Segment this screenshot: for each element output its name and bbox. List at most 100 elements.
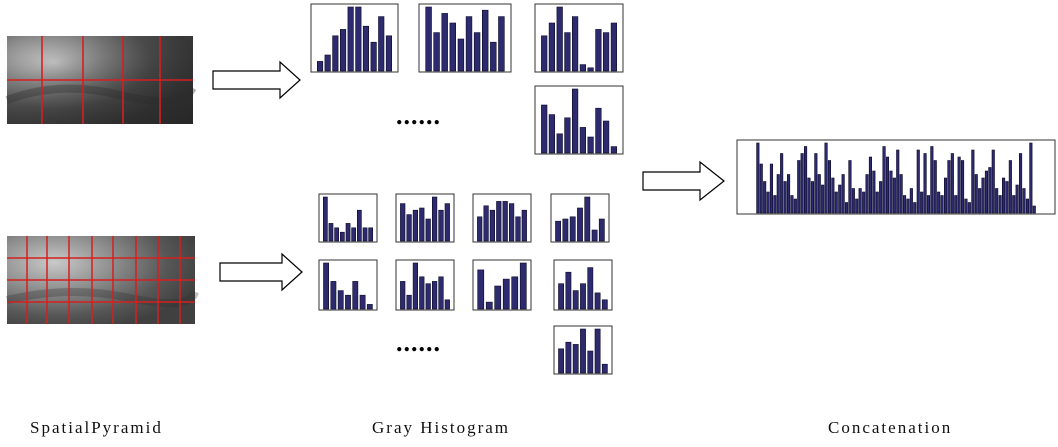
histogram-bar bbox=[610, 146, 617, 154]
histogram-bar bbox=[579, 64, 586, 72]
histogram-bar bbox=[595, 29, 602, 72]
histogram-bar bbox=[481, 9, 489, 72]
histogram-bar bbox=[508, 203, 515, 242]
histogram-bar bbox=[485, 301, 493, 310]
histogram-level-2-cell-3 bbox=[472, 193, 532, 243]
histogram-bar bbox=[978, 188, 982, 214]
histogram-bar bbox=[984, 170, 989, 214]
histogram-level-2-cell-1 bbox=[318, 193, 378, 243]
histogram-bar bbox=[444, 299, 450, 310]
histogram-bar bbox=[793, 198, 797, 214]
histogram-bar bbox=[502, 278, 510, 310]
histogram-level-2-cell-4 bbox=[550, 193, 610, 243]
histogram-bar bbox=[562, 218, 569, 242]
histogram-bar bbox=[339, 231, 345, 242]
histogram-bar bbox=[841, 174, 845, 214]
histograms-level-2 bbox=[318, 193, 613, 375]
histogram-bar bbox=[602, 120, 610, 154]
histogram-bar bbox=[954, 195, 958, 214]
histogram-bar bbox=[1029, 142, 1033, 214]
histogram-bar bbox=[906, 198, 910, 214]
histogram-bar bbox=[855, 198, 859, 214]
arrow-level-1 bbox=[212, 60, 301, 100]
histogram-frame bbox=[395, 259, 455, 311]
histogram-bar bbox=[601, 363, 608, 374]
histogram-bar bbox=[923, 153, 927, 214]
histogram-bar bbox=[769, 163, 774, 214]
histogram-bar bbox=[780, 153, 784, 214]
histogram-bar bbox=[477, 269, 485, 310]
histogram-bar bbox=[783, 181, 787, 214]
histogram-bar bbox=[964, 198, 968, 214]
histogram-frame bbox=[472, 193, 532, 243]
histogram-bar bbox=[330, 281, 337, 310]
histogram-bar bbox=[556, 6, 563, 72]
histogram-bar bbox=[1025, 198, 1029, 214]
histogram-bar bbox=[569, 216, 576, 242]
histogram-bar bbox=[872, 170, 876, 214]
histogram-bar bbox=[370, 41, 377, 72]
histogram-bar bbox=[587, 267, 594, 310]
histogram-bar bbox=[610, 22, 617, 72]
histogram-bar bbox=[368, 227, 374, 242]
histogram-bar bbox=[824, 142, 828, 214]
histogram-bar bbox=[565, 271, 572, 310]
histogram-bar bbox=[851, 188, 855, 214]
histogram-bar bbox=[400, 281, 406, 310]
histogram-bar bbox=[412, 209, 419, 242]
histogram-frame bbox=[395, 193, 455, 243]
histograms-level-1 bbox=[310, 3, 624, 155]
histogram-bar bbox=[947, 160, 951, 214]
histogram-bar bbox=[926, 195, 931, 214]
histogram-bar bbox=[998, 195, 1002, 214]
histogram-bar bbox=[943, 177, 948, 214]
histogram-bar bbox=[564, 32, 571, 72]
histogram-bar bbox=[800, 153, 804, 214]
histogram-bar bbox=[555, 220, 561, 242]
histogram-bar bbox=[328, 223, 334, 242]
histogram-bar bbox=[981, 177, 985, 214]
histogram-bar bbox=[406, 294, 412, 310]
histogram-bar bbox=[444, 203, 450, 242]
histogram-bar bbox=[810, 181, 815, 214]
histogram-bar bbox=[339, 29, 347, 72]
histogram-bar bbox=[548, 22, 555, 72]
histogram-bar bbox=[1032, 205, 1036, 214]
histogram-bar bbox=[425, 6, 432, 72]
histogram-frame bbox=[534, 85, 624, 155]
histogram-bar bbox=[875, 191, 879, 214]
histogram-bar bbox=[580, 328, 586, 374]
concatenated-histogram-panel bbox=[736, 139, 1056, 215]
histogram-bar bbox=[821, 184, 825, 214]
histogram-bar bbox=[916, 149, 920, 214]
histogram-bar bbox=[807, 177, 811, 214]
histogram-bar bbox=[496, 201, 502, 242]
histogram-level-2-cell-9 bbox=[553, 325, 613, 375]
histogram-bar bbox=[359, 294, 366, 310]
histogram-bar bbox=[879, 181, 883, 214]
histogram-bar bbox=[838, 184, 842, 214]
arrow-concatenation bbox=[642, 160, 725, 202]
histogram-bar bbox=[324, 54, 331, 72]
histogram-bar bbox=[594, 292, 601, 310]
histogram-level-2-cell-5 bbox=[318, 259, 378, 311]
caption-spatial-pyramid: SpatialPyramid bbox=[30, 418, 163, 437]
histogram-bar bbox=[786, 174, 791, 214]
histogram-bar bbox=[355, 6, 362, 72]
histogram-bar bbox=[991, 149, 995, 214]
histogram-bar bbox=[885, 156, 890, 214]
histogram-level-1-cell-2 bbox=[418, 3, 512, 73]
histogram-bar bbox=[345, 294, 351, 310]
histogram-bar bbox=[587, 136, 594, 154]
histogram-bar bbox=[489, 209, 496, 242]
histogram-bar bbox=[1018, 153, 1023, 214]
histogram-bar bbox=[803, 146, 808, 214]
histogram-level-2-cell-7 bbox=[472, 259, 532, 311]
histogram-level-2-cell-6 bbox=[395, 259, 455, 311]
histogram-bar bbox=[1008, 160, 1012, 214]
histogram-bar bbox=[362, 227, 368, 242]
histogram-bar bbox=[756, 142, 760, 214]
histogram-bar bbox=[347, 6, 354, 72]
histogram-bar bbox=[431, 196, 438, 242]
histogram-bar bbox=[930, 146, 934, 214]
